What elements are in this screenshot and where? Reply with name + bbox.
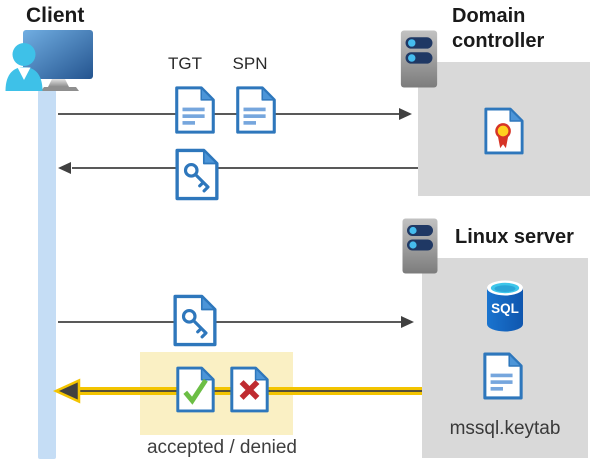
person-icon bbox=[5, 43, 43, 91]
sql-database-icon: SQL bbox=[487, 280, 523, 332]
client-title: Client bbox=[26, 4, 85, 27]
key-document-icon bbox=[175, 148, 219, 201]
key-document-icon bbox=[173, 294, 217, 347]
spn-label: SPN bbox=[232, 54, 268, 73]
monitor-icon bbox=[23, 30, 93, 91]
tgt-label: TGT bbox=[168, 54, 202, 73]
request-arrow-linux bbox=[58, 316, 414, 328]
linux-server-server-icon bbox=[402, 218, 438, 274]
check-document-icon bbox=[176, 366, 215, 413]
result-highlight-box bbox=[140, 352, 293, 435]
tgt-document-icon bbox=[175, 86, 215, 134]
client-icon bbox=[5, 30, 93, 91]
response-arrow-service-ticket bbox=[58, 162, 418, 174]
key-glyph bbox=[183, 163, 210, 193]
cross-document-icon bbox=[230, 366, 269, 413]
domain-controller-server-icon bbox=[400, 30, 438, 88]
spn-document-icon bbox=[236, 86, 276, 134]
linux-server-title: Linux server bbox=[455, 226, 574, 248]
keytab-filename: mssql.keytab bbox=[449, 418, 561, 439]
keytab-document-icon bbox=[483, 352, 523, 400]
domain-controller-title: Domain controller bbox=[452, 5, 545, 52]
client-lifeline bbox=[38, 90, 56, 459]
sql-text: SQL bbox=[491, 301, 519, 316]
accepted-denied-label: accepted / denied bbox=[146, 437, 297, 458]
certificate-icon bbox=[484, 107, 524, 155]
